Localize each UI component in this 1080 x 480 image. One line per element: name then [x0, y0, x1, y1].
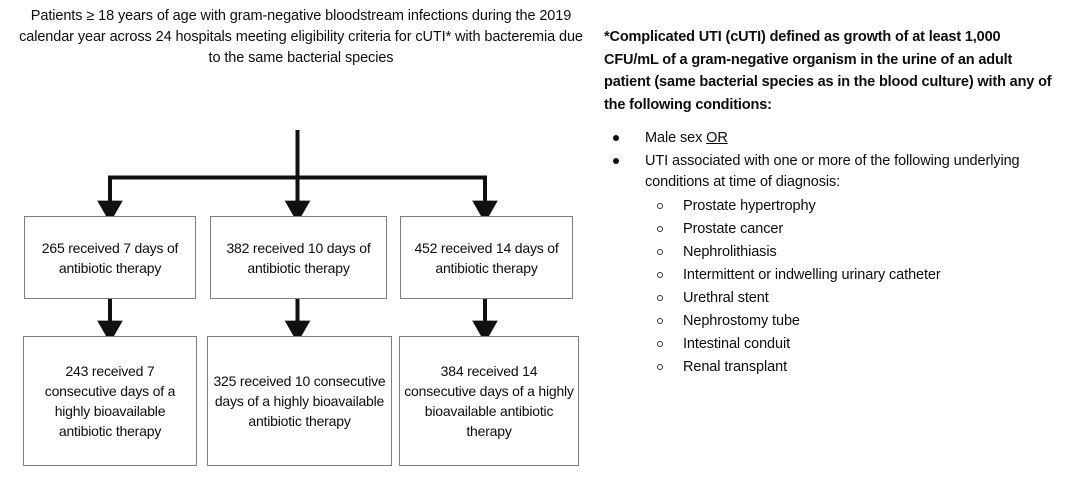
- sub-item-label: Renal transplant: [683, 359, 787, 375]
- circle-bullet-icon: [657, 272, 663, 278]
- disc-bullet-icon: [613, 135, 619, 141]
- condition-list: Male sex OR UTI associated with one or m…: [604, 128, 1074, 379]
- flowchart: Patients ≥ 18 years of age with gram-neg…: [19, 8, 583, 466]
- list-item-male-sex: Male sex OR: [604, 128, 1074, 149]
- node-384-received-14-consecutive-days: 384 received 14 consecutive days of a hi…: [399, 336, 579, 466]
- sub-item-label: Intestinal conduit: [683, 336, 791, 352]
- underlying-conditions-list: Prostate hypertrophy Prostate cancer Nep…: [645, 195, 1074, 379]
- circle-bullet-icon: [657, 364, 663, 370]
- circle-bullet-icon: [657, 249, 663, 255]
- list-item-urinary-catheter: Intermittent or indwelling urinary cathe…: [645, 264, 1074, 287]
- circle-bullet-icon: [657, 341, 663, 347]
- list-item-renal-transplant: Renal transplant: [645, 356, 1074, 379]
- list-item-intestinal-conduit: Intestinal conduit: [645, 333, 1074, 356]
- disc-bullet-icon: [613, 158, 619, 164]
- sub-item-label: Nephrostomy tube: [683, 313, 800, 329]
- node-382-received-10-days: 382 received 10 days of antibiotic thera…: [210, 216, 387, 299]
- circle-bullet-icon: [657, 226, 663, 232]
- list-item-label: UTI associated with one or more of the f…: [645, 153, 1020, 190]
- sub-item-label: Prostate cancer: [683, 221, 784, 237]
- list-item-prostate-cancer: Prostate cancer: [645, 218, 1074, 241]
- node-325-received-10-consecutive-days: 325 received 10 consecutive days of a hi…: [207, 336, 392, 466]
- circle-bullet-icon: [657, 203, 663, 209]
- circle-bullet-icon: [657, 295, 663, 301]
- or-emphasis: OR: [706, 130, 728, 146]
- flowchart-intro-text: Patients ≥ 18 years of age with gram-neg…: [19, 8, 583, 66]
- cuti-definition-heading: *Complicated UTI (cUTI) defined as growt…: [604, 29, 1052, 113]
- sub-item-label: Nephrolithiasis: [683, 244, 777, 260]
- list-item-label: Male sex: [645, 130, 707, 146]
- list-item-uti-associated: UTI associated with one or more of the f…: [604, 151, 1074, 379]
- sub-item-label: Intermittent or indwelling urinary cathe…: [683, 267, 941, 283]
- node-265-received-7-days: 265 received 7 days of antibiotic therap…: [24, 216, 196, 299]
- sub-item-label: Prostate hypertrophy: [683, 198, 816, 214]
- cuti-definition-panel: *Complicated UTI (cUTI) defined as growt…: [604, 26, 1074, 381]
- sub-item-label: Urethral stent: [683, 290, 769, 306]
- list-item-prostate-hypertrophy: Prostate hypertrophy: [645, 195, 1074, 218]
- list-item-nephrostomy-tube: Nephrostomy tube: [645, 310, 1074, 333]
- list-item-urethral-stent: Urethral stent: [645, 287, 1074, 310]
- list-item-nephrolithiasis: Nephrolithiasis: [645, 241, 1074, 264]
- node-243-received-7-consecutive-days: 243 received 7 consecutive days of a hig…: [23, 336, 197, 466]
- circle-bullet-icon: [657, 318, 663, 324]
- node-452-received-14-days: 452 received 14 days of antibiotic thera…: [400, 216, 573, 299]
